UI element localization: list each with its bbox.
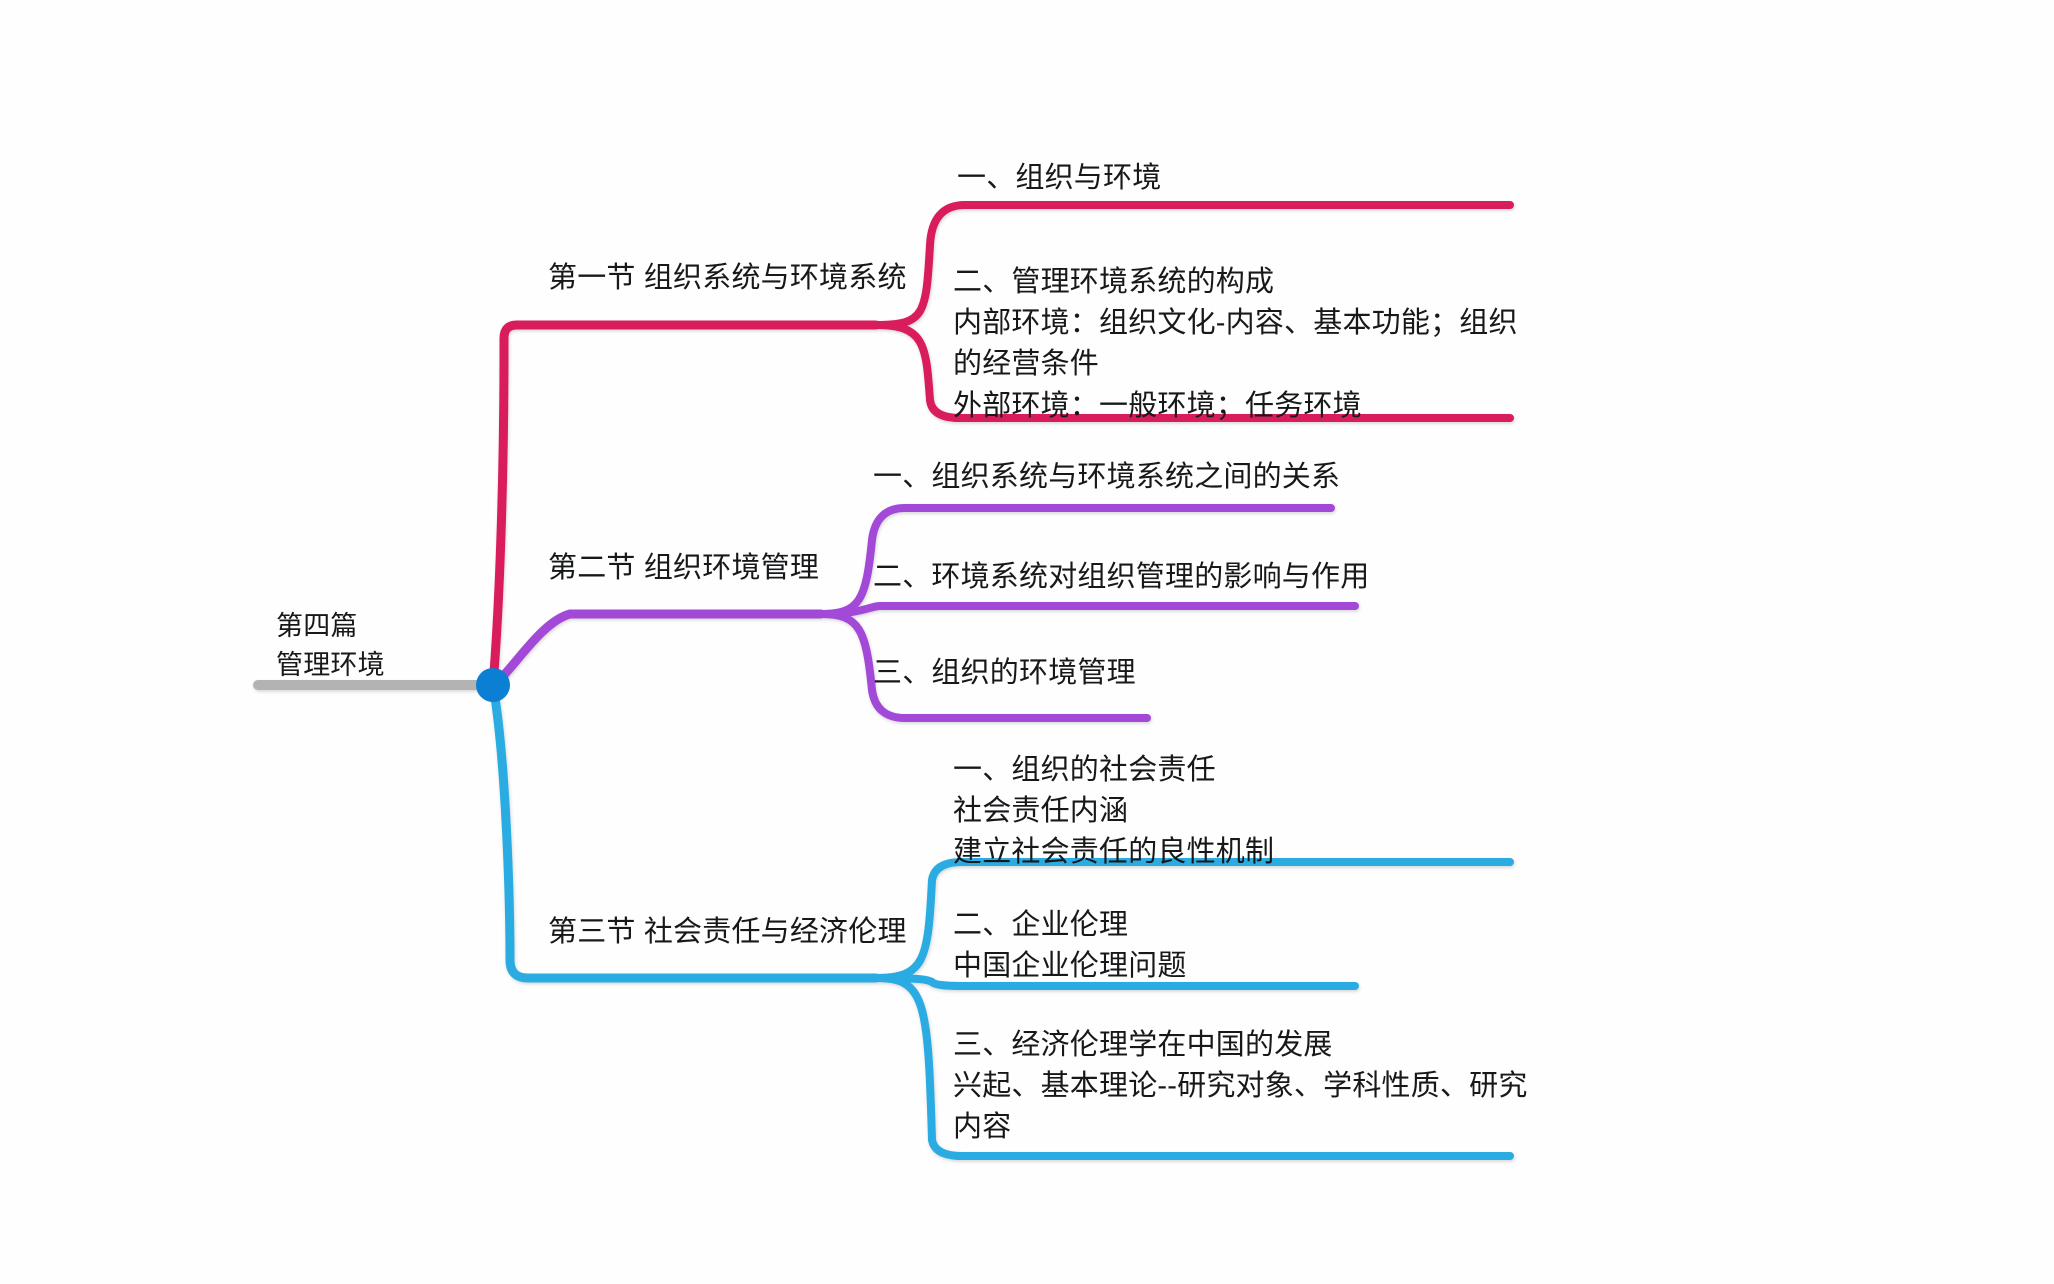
branch-connector-1 (488, 320, 881, 690)
leaf-node-3-1-label[interactable]: 一、组织的社会责任 社会责任内涵 建立社会责任的良性机制 (953, 754, 1275, 869)
branch-connector-2 (488, 609, 826, 690)
leaf-node-3-3-label[interactable]: 三、经济伦理学在中国的发展 兴起、基本理论--研究对象、学科性质、研究 内容 (953, 1029, 1528, 1144)
leaf-node-2-2-label[interactable]: 二、环境系统对组织管理的影响与作用 (873, 561, 1370, 593)
branch-node-3-label[interactable]: 第三节 社会责任与经济伦理 (548, 916, 907, 948)
branch-node-1-label[interactable]: 第一节 组织系统与环境系统 (548, 262, 907, 294)
leaf-connector-2-2 (817, 602, 1359, 618)
leaf-node-1-2-label[interactable]: 二、管理环境系统的构成 内部环境：组织文化-内容、基本功能；组织 的经营条件 外… (953, 266, 1518, 422)
leaf-node-2-1-label[interactable]: 一、组织系统与环境系统之间的关系 (873, 461, 1341, 493)
root-hub-dot[interactable] (476, 668, 510, 702)
leaf-node-3-2-label[interactable]: 二、企业伦理 中国企业伦理问题 (953, 909, 1187, 983)
branch-node-2-label[interactable]: 第二节 组织环境管理 (548, 552, 820, 584)
leaf-node-2-3-label[interactable]: 三、组织的环境管理 (873, 657, 1136, 689)
leaf-node-1-1-label[interactable]: 一、组织与环境 (957, 162, 1162, 194)
root-node-label[interactable]: 第四篇 管理环境 (276, 611, 385, 681)
